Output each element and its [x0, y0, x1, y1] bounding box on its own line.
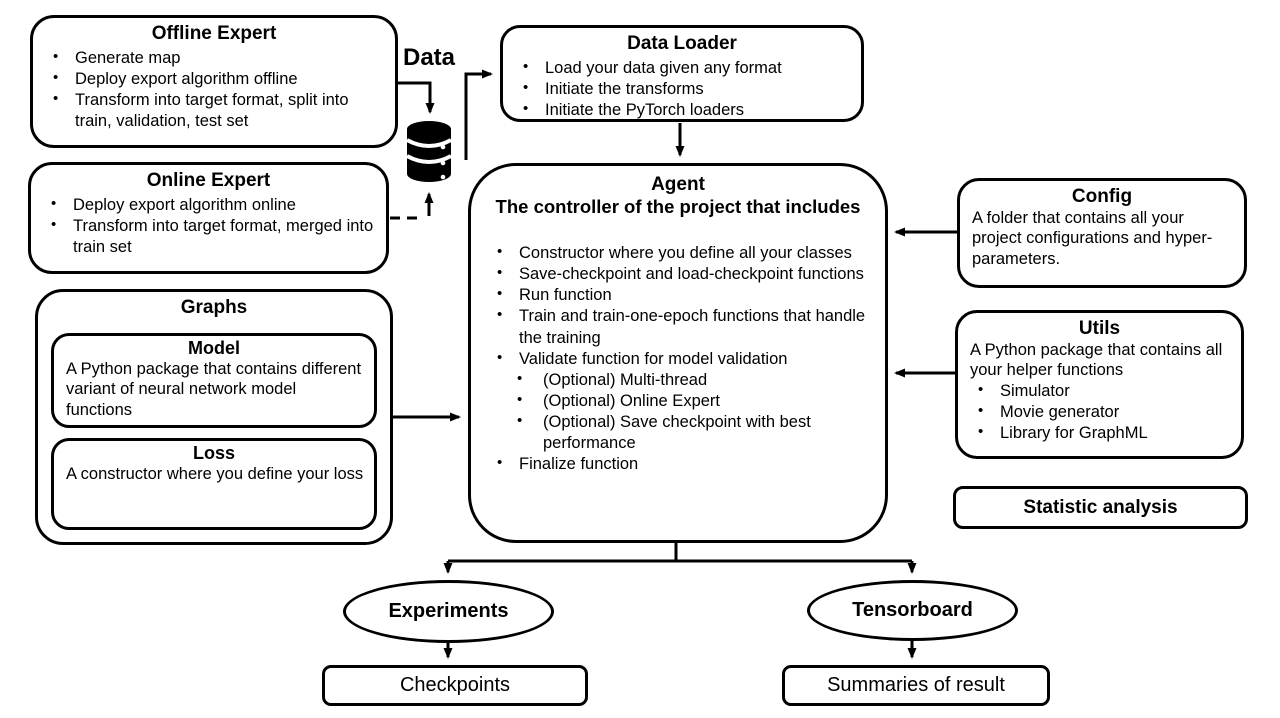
agent-bullets-tail: Finalize function: [471, 453, 885, 475]
loss-box: Loss A constructor where you define your…: [51, 438, 377, 530]
connector-database-to-data-loader: [464, 69, 493, 160]
config-box: Config A folder that contains all your p…: [957, 178, 1247, 288]
offline-expert-bullet: Generate map: [45, 47, 387, 69]
summaries-box: Summaries of result: [782, 665, 1050, 706]
agent-box: Agent The controller of the project that…: [468, 163, 888, 543]
utils-box: Utils A Python package that contains all…: [955, 310, 1244, 459]
offline-expert-bullet: Deploy export algorithm offline: [45, 68, 387, 90]
utils-bullet: Movie generator: [970, 401, 1233, 423]
agent-bullet: Finalize function: [489, 453, 877, 475]
loss-title: Loss: [192, 443, 235, 463]
config-description: A folder that contains all your project …: [972, 208, 1213, 269]
model-description: A Python package that contains different…: [66, 359, 362, 419]
statistic-analysis-box: Statistic analysis: [953, 486, 1248, 529]
agent-title: Agent: [651, 174, 705, 195]
offline-expert-box: Offline Expert Generate map Deploy expor…: [30, 15, 398, 148]
utils-description: A Python package that contains all your …: [970, 340, 1223, 380]
agent-bullet: Run function: [489, 284, 877, 306]
statistic-analysis-label: Statistic analysis: [1023, 496, 1178, 518]
experiments-ellipse: Experiments: [343, 580, 554, 643]
agent-sub-bullet: (Optional) Save checkpoint with best per…: [501, 411, 885, 454]
data-loader-bullet: Load your data given any format: [515, 57, 853, 79]
utils-bullet: Library for GraphML: [970, 422, 1233, 444]
agent-bullet: Constructor where you define all your cl…: [489, 242, 877, 264]
model-title: Model: [188, 338, 240, 358]
agent-bullet: Train and train-one-epoch functions that…: [489, 305, 877, 348]
summaries-label: Summaries of result: [827, 674, 1005, 696]
graphs-title: Graphs: [180, 297, 248, 318]
checkpoints-label: Checkpoints: [399, 674, 511, 696]
experiments-label: Experiments: [388, 600, 509, 622]
offline-expert-bullet: Transform into target format, split into…: [45, 89, 387, 132]
utils-bullets: Simulator Movie generator Library for Gr…: [958, 380, 1241, 444]
database-icon: [406, 121, 452, 182]
agent-bullets: Constructor where you define all your cl…: [471, 242, 885, 370]
data-label: Data: [403, 44, 456, 71]
online-expert-bullets: Deploy export algorithm online Transform…: [31, 194, 386, 258]
online-expert-bullet: Deploy export algorithm online: [43, 194, 378, 216]
agent-bullet: Save-checkpoint and load-checkpoint func…: [489, 263, 877, 285]
utils-bullet: Simulator: [970, 380, 1233, 402]
data-loader-title: Data Loader: [627, 33, 737, 54]
data-loader-box: Data Loader Load your data given any for…: [500, 25, 864, 122]
graphs-box: Graphs Model A Python package that conta…: [35, 289, 393, 545]
data-loader-bullet: Initiate the transforms: [515, 78, 853, 100]
checkpoints-box: Checkpoints: [322, 665, 588, 706]
online-expert-box: Online Expert Deploy export algorithm on…: [28, 162, 389, 274]
agent-bullet: Validate function for model validation: [489, 348, 877, 370]
agent-subtitle: The controller of the project that inclu…: [495, 195, 861, 217]
utils-title: Utils: [1078, 318, 1121, 339]
offline-expert-bullets: Generate map Deploy export algorithm off…: [33, 47, 395, 132]
agent-sub-bullets: (Optional) Multi-thread (Optional) Onlin…: [471, 369, 885, 454]
agent-sub-bullet: (Optional) Multi-thread: [501, 369, 885, 391]
data-loader-bullets: Load your data given any format Initiate…: [503, 57, 861, 121]
model-box: Model A Python package that contains dif…: [51, 333, 377, 428]
connector-offline-expert-to-database: [397, 81, 435, 114]
loss-description: A constructor where you define your loss: [66, 464, 364, 483]
data-loader-bullet: Initiate the PyTorch loaders: [515, 99, 853, 121]
offline-expert-title: Offline Expert: [151, 23, 277, 44]
agent-sub-bullet: (Optional) Online Expert: [501, 390, 885, 412]
tensorboard-ellipse: Tensorboard: [807, 580, 1018, 641]
config-title: Config: [1071, 186, 1133, 207]
tensorboard-label: Tensorboard: [852, 599, 973, 621]
online-expert-bullet: Transform into target format, merged int…: [43, 215, 378, 258]
online-expert-title: Online Expert: [146, 170, 271, 191]
